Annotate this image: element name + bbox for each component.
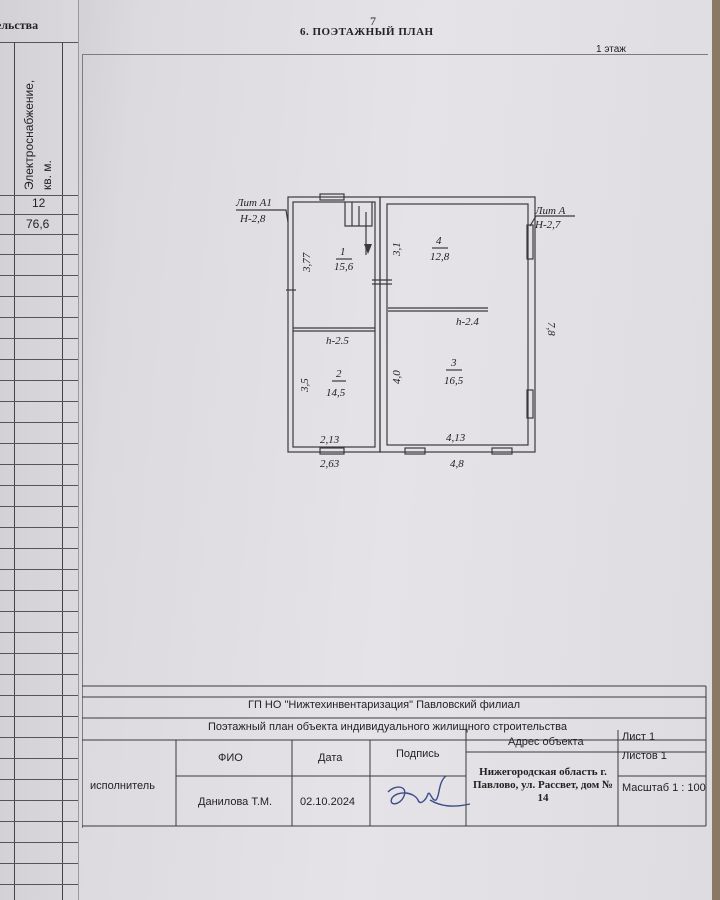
room-4-area: 12,8 bbox=[430, 251, 450, 263]
document-date: 02.10.2024 bbox=[300, 796, 356, 808]
left-sheet-row-line bbox=[0, 485, 78, 486]
organization-name: ГП НО "Нижтехинвентаризация" Павловский … bbox=[248, 699, 521, 711]
left-sheet-row-line bbox=[0, 548, 78, 549]
window bbox=[404, 447, 426, 455]
left-sheet-row-line bbox=[0, 884, 78, 885]
lit-a1-height: Н-2,8 bbox=[239, 213, 266, 225]
sheet-count: Листов 1 bbox=[622, 750, 667, 762]
left-sheet-row-line bbox=[0, 842, 78, 843]
left-sheet-row-line bbox=[0, 527, 78, 528]
left-sheet-row-line bbox=[0, 506, 78, 507]
room-2-number: 2 bbox=[336, 368, 342, 380]
room-1-dimension: 3,77 bbox=[301, 252, 313, 273]
left-sheet-row-line bbox=[0, 275, 78, 276]
left-sheet-row-line bbox=[0, 422, 78, 423]
left-sheet-row-line bbox=[0, 779, 78, 780]
window bbox=[319, 447, 345, 455]
address-header: Адрес объекта bbox=[508, 736, 584, 748]
lit-a-name: Лит А bbox=[534, 205, 566, 217]
date-header: Дата bbox=[318, 752, 343, 764]
room-2-inner-width: 2,13 bbox=[320, 434, 340, 446]
electricity-value: 12 bbox=[32, 196, 46, 210]
window bbox=[319, 193, 345, 201]
left-sheet-row-line bbox=[0, 737, 78, 738]
left-sheet-row-line bbox=[0, 863, 78, 864]
section-title: 6. ПОЭТАЖНЫЙ ПЛАН bbox=[300, 26, 434, 38]
left-sheet-rule bbox=[0, 42, 78, 43]
room-2-area: 14,5 bbox=[326, 387, 346, 399]
frame-border-left bbox=[82, 54, 83, 828]
left-sheet-row-line bbox=[0, 443, 78, 444]
object-address: Нижегородская область г. Павлово, ул. Ра… bbox=[472, 766, 614, 804]
left-sheet-row-line bbox=[0, 380, 78, 381]
left-sheet-row-line bbox=[0, 195, 78, 196]
ceiling-height-left: h-2.5 bbox=[326, 335, 349, 347]
lit-a-height: Н-2,7 bbox=[534, 219, 561, 231]
window bbox=[526, 389, 534, 419]
building-height-dimension: 7,8 bbox=[545, 322, 557, 336]
drawing-scale: Масштаб 1 : 100 bbox=[622, 782, 706, 794]
left-sheet-row-line bbox=[0, 214, 78, 215]
left-sheet-row-line bbox=[0, 317, 78, 318]
signature-header: Подпись bbox=[396, 748, 440, 760]
frame-border-top bbox=[82, 54, 708, 55]
left-sheet-row-line bbox=[0, 821, 78, 822]
room-3-outer-width: 4,8 bbox=[450, 458, 464, 470]
document-title: Поэтажный план объекта индивидуального ж… bbox=[208, 721, 567, 733]
room-3-inner-width: 4,13 bbox=[446, 432, 466, 444]
fio-header: ФИО bbox=[218, 752, 243, 764]
lit-a1-inner-wall bbox=[292, 201, 376, 448]
lit-a1-name: Лит А1 bbox=[235, 197, 272, 209]
left-sheet-row-line bbox=[0, 338, 78, 339]
room-4-number: 4 bbox=[436, 235, 442, 247]
lit-a-inner-wall bbox=[386, 203, 529, 446]
left-sheet-row-line bbox=[0, 569, 78, 570]
left-sheet-row-line bbox=[0, 695, 78, 696]
stair-arrow bbox=[364, 244, 372, 254]
room-3-number: 3 bbox=[450, 357, 457, 369]
page-number: 7 bbox=[370, 14, 376, 28]
left-sheet-column-line bbox=[14, 42, 15, 900]
lit-a1-leader bbox=[236, 209, 289, 223]
left-sheet-row-line bbox=[0, 632, 78, 633]
floor-label: 1 этаж bbox=[596, 44, 626, 55]
lit-a-leader bbox=[529, 215, 575, 227]
room-2-dimension: 3,5 bbox=[299, 378, 311, 393]
room-1-area: 15,6 bbox=[334, 261, 354, 273]
left-sheet-header-fragment: ельства bbox=[0, 18, 39, 32]
left-sheet-row-line bbox=[0, 401, 78, 402]
left-adjacent-sheet: ельства Электроснабжение, кв. м. 12 76,6 bbox=[0, 0, 79, 900]
left-sheet-row-line bbox=[0, 653, 78, 654]
executor-role: исполнитель bbox=[90, 780, 155, 792]
left-sheet-row-line bbox=[0, 296, 78, 297]
room-1-number: 1 bbox=[340, 246, 346, 258]
left-sheet-row-line bbox=[0, 674, 78, 675]
left-sheet-row-line bbox=[0, 464, 78, 465]
electricity-total-value: 76,6 bbox=[26, 217, 50, 231]
room-3-area: 16,5 bbox=[444, 375, 464, 387]
signature bbox=[387, 775, 471, 807]
left-sheet-row-line bbox=[0, 800, 78, 801]
left-sheet-row-line bbox=[0, 359, 78, 360]
left-sheet-column-line bbox=[62, 42, 63, 900]
left-sheet-row-line bbox=[0, 716, 78, 717]
left-sheet-row-line bbox=[0, 590, 78, 591]
left-sheet-row-line bbox=[0, 758, 78, 759]
left-sheet-row-line bbox=[0, 611, 78, 612]
window bbox=[491, 447, 513, 455]
ceiling-height-right: h-2.4 bbox=[456, 316, 479, 328]
room-3-dimension: 4,0 bbox=[391, 370, 403, 384]
sheet-number: Лист 1 bbox=[622, 731, 656, 743]
left-sheet-row-line bbox=[0, 254, 78, 255]
room-2-outer-width: 2,63 bbox=[320, 458, 340, 470]
left-sheet-row-line bbox=[0, 234, 78, 235]
lit-a-wall bbox=[379, 196, 536, 453]
room-4-dimension: 3,1 bbox=[391, 242, 403, 257]
executor-name: Данилова Т.М. bbox=[198, 796, 273, 808]
